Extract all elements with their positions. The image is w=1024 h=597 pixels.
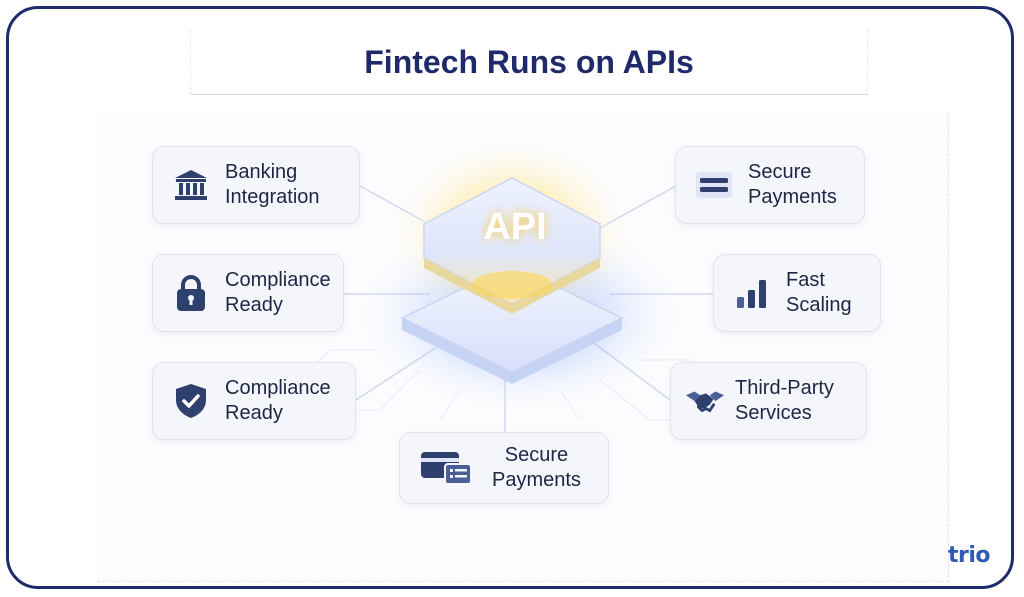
trio-logo: trio (948, 543, 991, 568)
card-label-line1: Third-Party (735, 377, 834, 399)
card-label-line2: Ready (225, 402, 283, 424)
lock-icon (171, 273, 211, 313)
bar-chart-icon (732, 273, 772, 313)
handshake-icon (685, 381, 725, 421)
bank-icon (171, 165, 211, 205)
card-compliance-ready-lock[interactable]: Compliance Ready (152, 254, 344, 332)
card-label: Secure Payments (748, 160, 837, 210)
card-label-line2: Payments (748, 186, 837, 208)
card-label-line1: Banking (225, 161, 298, 183)
card-label-line2: Ready (225, 294, 283, 316)
card-label: Compliance Ready (225, 268, 331, 318)
card-label: Fast Scaling (786, 268, 852, 318)
wallet-card-icon (418, 448, 474, 488)
card-fast-scaling[interactable]: Fast Scaling (713, 254, 881, 332)
card-label: Compliance Ready (225, 376, 331, 426)
shield-check-icon (171, 381, 211, 421)
card-label-line1: Secure (504, 444, 569, 466)
api-label: API (483, 206, 547, 248)
card-secure-payments-top[interactable]: Secure Payments (675, 146, 865, 224)
card-label-line2: Services (735, 402, 812, 424)
card-secure-payments-bottom[interactable]: Secure Payments (399, 432, 609, 504)
page-title: Fintech Runs on APIs (364, 44, 694, 80)
card-icon (694, 165, 734, 205)
card-third-party-services[interactable]: Third-Party Services (670, 362, 867, 440)
card-label-line1: Secure (748, 161, 812, 183)
card-label-line1: Compliance (225, 269, 331, 291)
card-banking-integration[interactable]: Banking Integration (152, 146, 360, 224)
card-label-line1: Fast (786, 269, 825, 291)
card-label: Secure Payments (492, 443, 581, 493)
card-label: Third-Party Services (735, 376, 834, 426)
card-label-line2: Integration (225, 186, 320, 208)
title-bar: Fintech Runs on APIs (190, 30, 868, 95)
card-label-line1: Compliance (225, 377, 331, 399)
card-label-line2: Scaling (786, 294, 852, 316)
card-label-line2: Payments (492, 469, 581, 491)
card-label: Banking Integration (225, 160, 320, 210)
card-compliance-ready-shield[interactable]: Compliance Ready (152, 362, 356, 440)
